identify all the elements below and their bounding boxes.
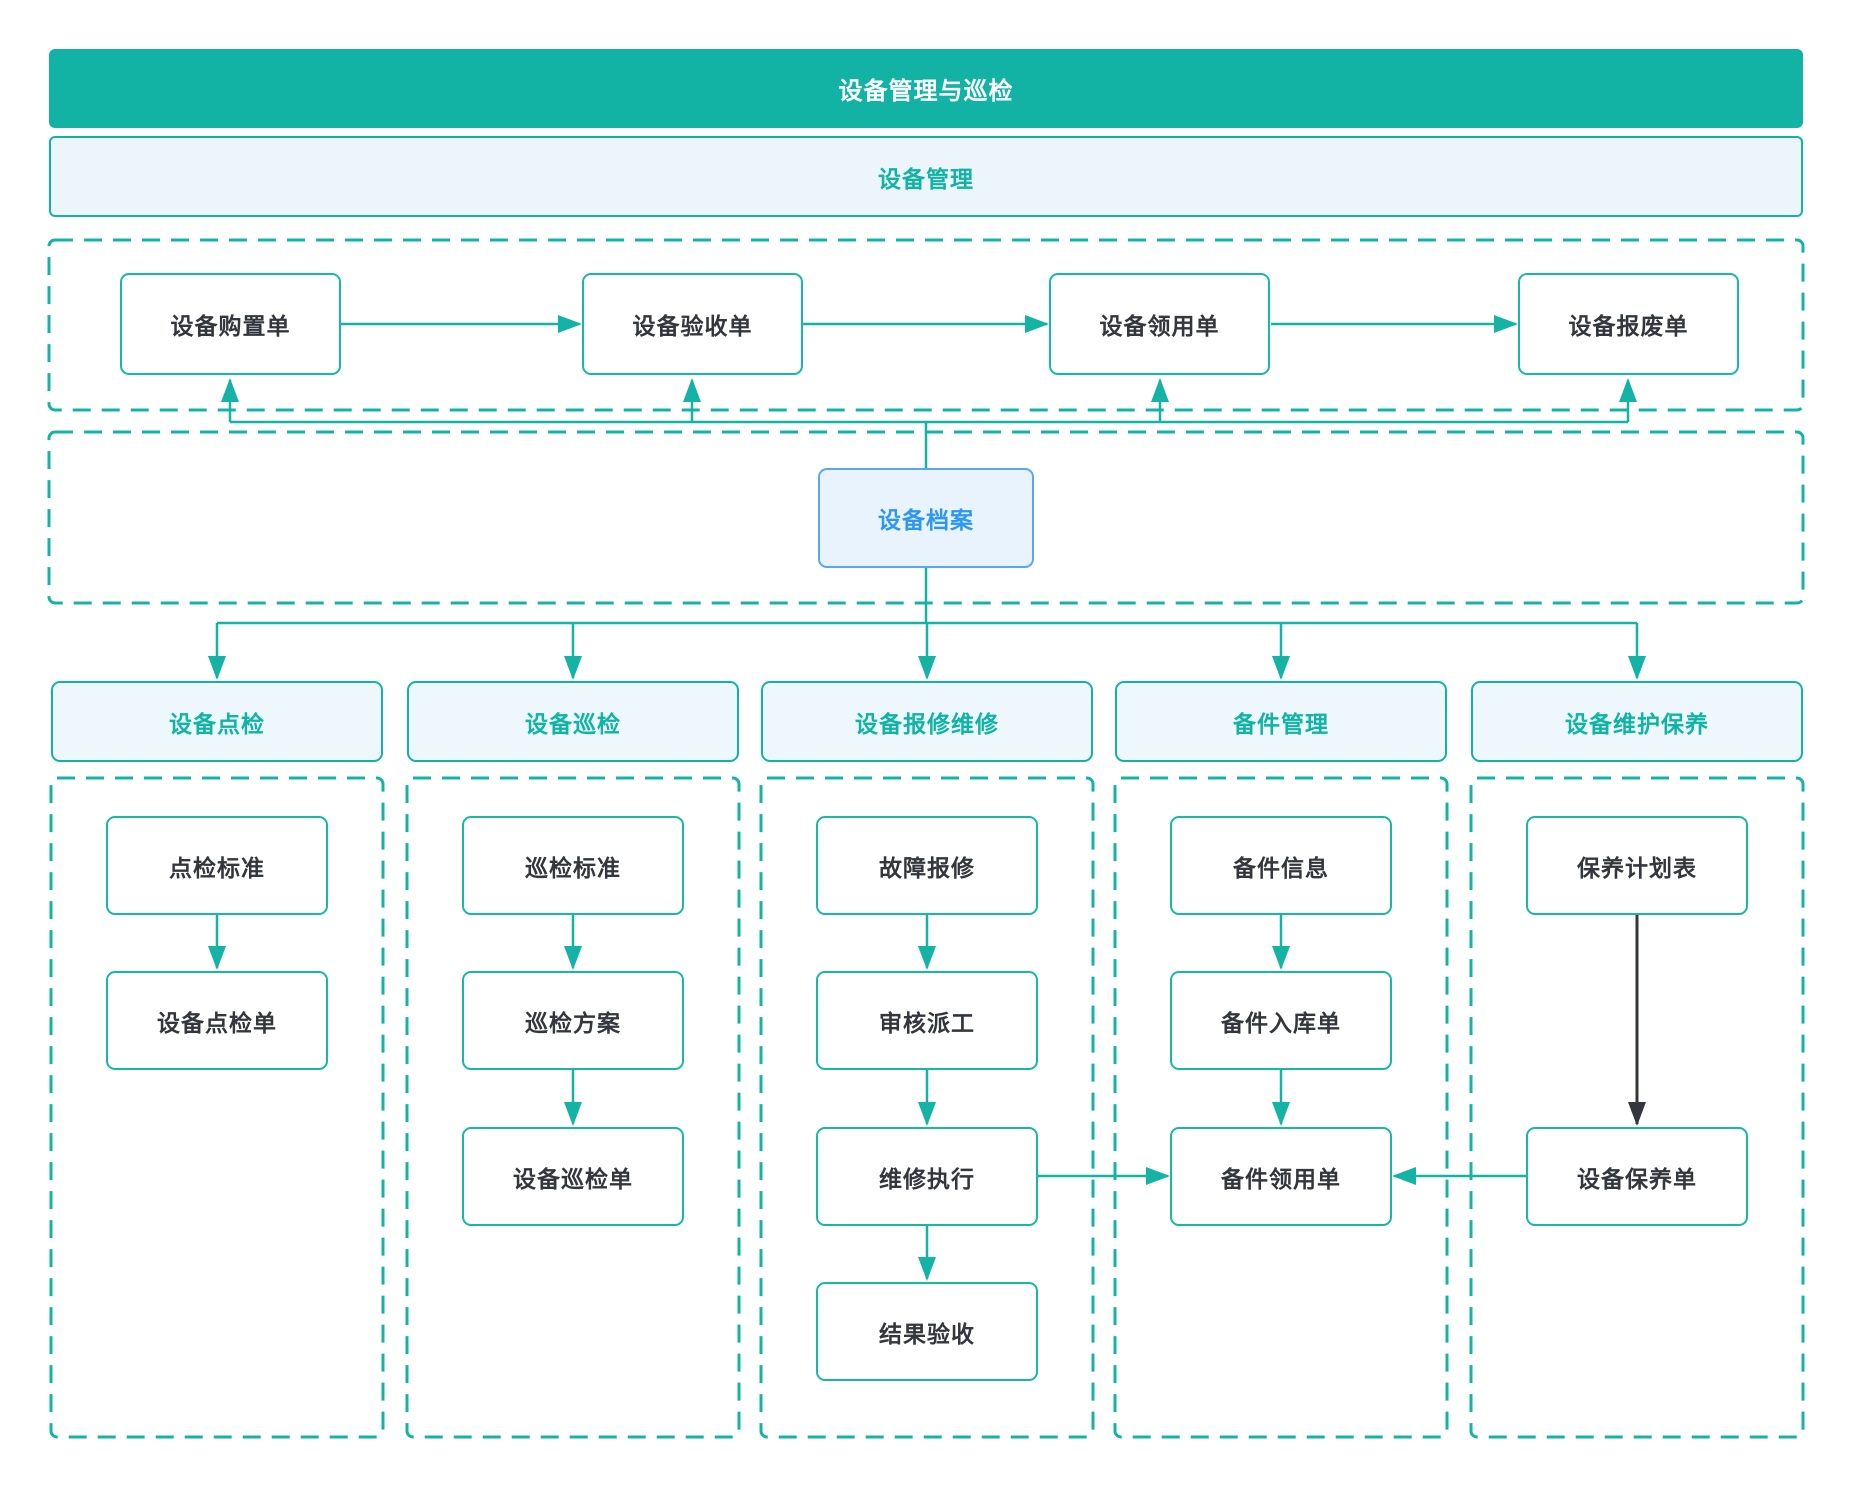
column-container-upkeep — [1469, 776, 1805, 1439]
node-equipment-requisition-order[interactable]: 设备领用单 — [1049, 273, 1270, 375]
node-result-acceptance[interactable]: 结果验收 — [816, 1282, 1038, 1381]
node-spare-part-inbound-order[interactable]: 备件入库单 — [1170, 971, 1392, 1070]
node-equipment-maintenance-order[interactable]: 设备保养单 — [1526, 1127, 1748, 1226]
column-container-repair — [759, 776, 1095, 1439]
flow-row-container — [47, 238, 1805, 412]
node-patrol-standard[interactable]: 巡检标准 — [462, 816, 684, 915]
column-container-spot-check — [49, 776, 385, 1439]
header-patrol-inspection[interactable]: 设备巡检 — [407, 681, 739, 762]
node-spot-check-standard[interactable]: 点检标准 — [106, 816, 328, 915]
header-spot-check[interactable]: 设备点检 — [51, 681, 383, 762]
page-title: 设备管理与巡检 — [49, 49, 1803, 128]
node-spare-part-requisition-order[interactable]: 备件领用单 — [1170, 1127, 1392, 1226]
column-container-patrol — [405, 776, 741, 1439]
node-maintenance-plan-table[interactable]: 保养计划表 — [1526, 816, 1748, 915]
column-container-spare-parts — [1113, 776, 1449, 1439]
section-bar-equipment-management: 设备管理 — [49, 136, 1803, 217]
header-repair-maintenance[interactable]: 设备报修维修 — [761, 681, 1093, 762]
node-spot-check-order[interactable]: 设备点检单 — [106, 971, 328, 1070]
node-spare-part-info[interactable]: 备件信息 — [1170, 816, 1392, 915]
node-equipment-archive[interactable]: 设备档案 — [818, 468, 1034, 568]
node-patrol-order[interactable]: 设备巡检单 — [462, 1127, 684, 1226]
node-equipment-acceptance-order[interactable]: 设备验收单 — [582, 273, 803, 375]
node-equipment-scrap-order[interactable]: 设备报废单 — [1518, 273, 1739, 375]
teal-connectors — [208, 315, 1646, 1281]
node-patrol-plan[interactable]: 巡检方案 — [462, 971, 684, 1070]
node-equipment-purchase-order[interactable]: 设备购置单 — [120, 273, 341, 375]
node-repair-execution[interactable]: 维修执行 — [816, 1127, 1038, 1226]
node-review-dispatch[interactable]: 审核派工 — [816, 971, 1038, 1070]
header-spare-parts[interactable]: 备件管理 — [1115, 681, 1447, 762]
header-maintenance-upkeep[interactable]: 设备维护保养 — [1471, 681, 1803, 762]
node-fault-report[interactable]: 故障报修 — [816, 816, 1038, 915]
